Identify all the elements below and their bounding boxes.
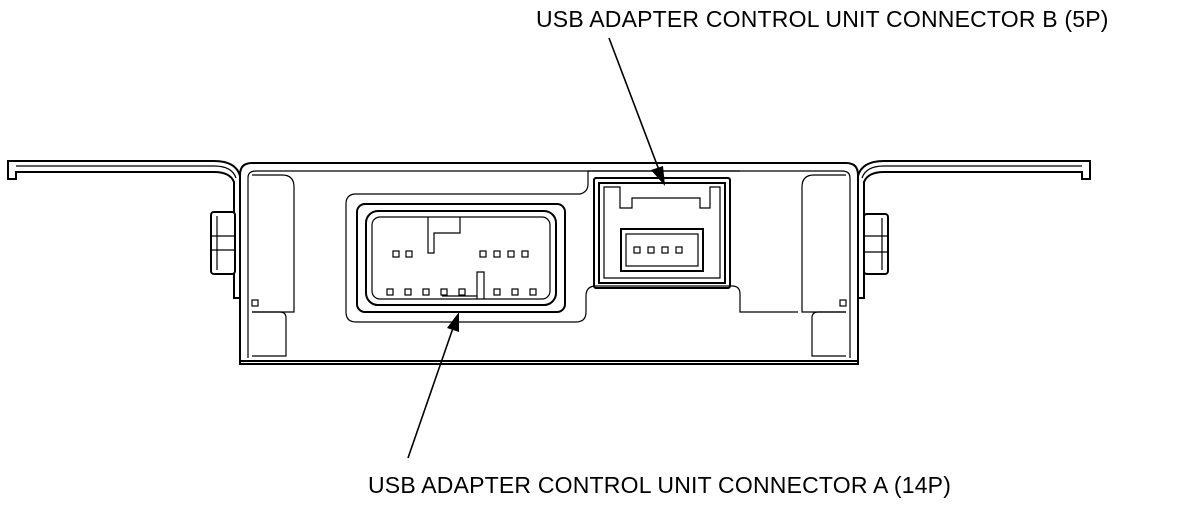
connector-b-5p — [593, 177, 731, 289]
connector-a-pins — [386, 250, 537, 296]
leader-line-a — [407, 312, 459, 459]
right-mounting-bracket — [857, 160, 1091, 299]
right-side-clip — [863, 213, 889, 275]
connector-b-pins — [633, 246, 683, 254]
connector-b-callout: USB ADAPTER CONTROL UNIT CONNECTOR B (5P… — [536, 6, 1109, 32]
connector-a-14p — [356, 203, 566, 313]
left-mounting-bracket — [7, 160, 241, 299]
control-unit-housing — [239, 162, 859, 365]
connector-a-callout: USB ADAPTER CONTROL UNIT CONNECTOR A (14… — [368, 472, 952, 498]
left-side-clip — [210, 211, 236, 275]
leader-line-b — [608, 37, 665, 186]
